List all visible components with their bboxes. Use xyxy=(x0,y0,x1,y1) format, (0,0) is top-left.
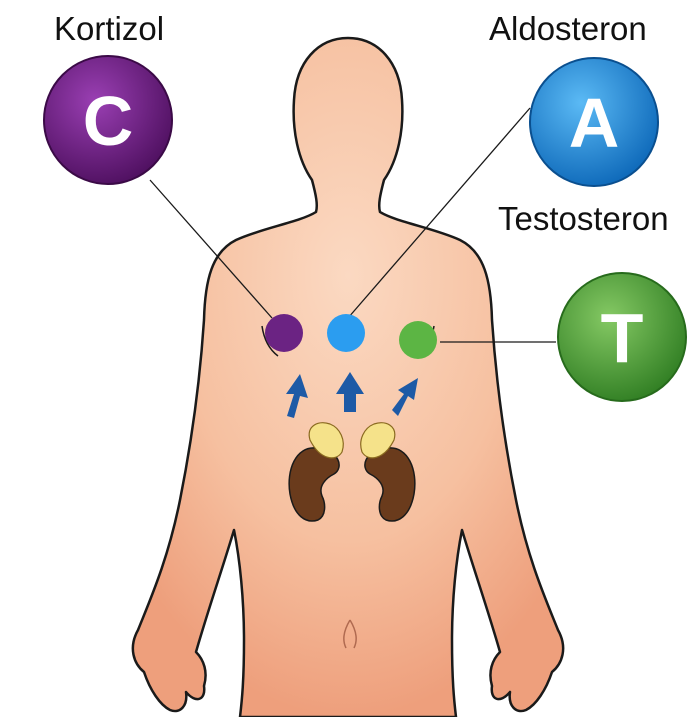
aldosteron-badge: A xyxy=(530,58,658,186)
testosteron-dot xyxy=(399,321,437,359)
testosteron-letter: T xyxy=(601,299,644,377)
kortizol-letter: C xyxy=(83,82,134,160)
testosteron-label: Testosteron xyxy=(494,200,673,237)
kortizol-label: Kortizol xyxy=(50,10,168,47)
kortizol-badge: C xyxy=(44,56,172,184)
aldosteron-letter: A xyxy=(569,84,620,162)
aldosteron-dot xyxy=(327,314,365,352)
aldosteron-label: Aldosteron xyxy=(485,10,651,47)
testosteron-badge: T xyxy=(558,273,686,401)
kortizol-dot xyxy=(265,314,303,352)
